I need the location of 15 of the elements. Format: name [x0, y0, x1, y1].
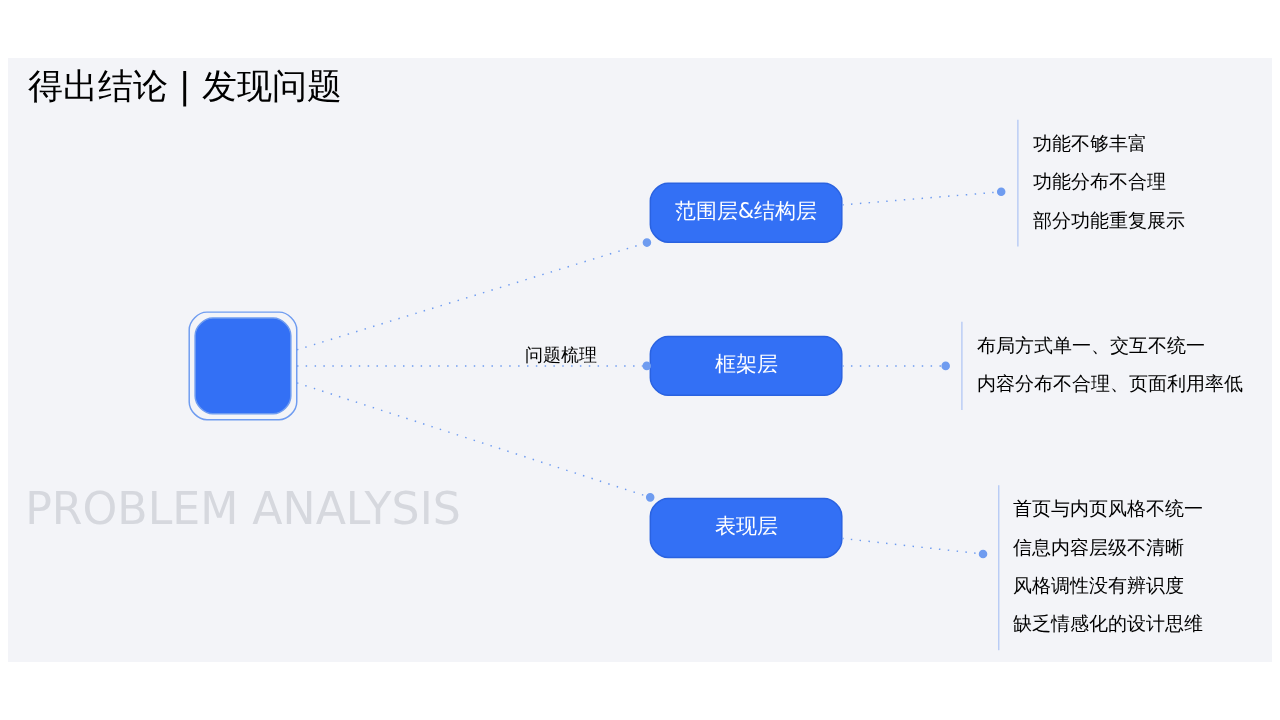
edge-label: 问题梳理 [525, 344, 598, 365]
node-box [188, 311, 298, 421]
connector [841, 361, 950, 371]
connector [296, 361, 652, 371]
connector [296, 238, 652, 351]
node-text: 首页与内页风格不统一 信息内容层级不清晰 风格调性没有辨识度 缺乏情感化的设计思维 [1013, 497, 1204, 636]
connector [841, 187, 1006, 206]
node-text: 功能不够丰富 功能分布不合理 部分功能重复展示 [1032, 131, 1185, 232]
node-box: 表现层 [649, 497, 843, 559]
node-box: 框架层 [649, 335, 843, 397]
connector [841, 537, 988, 559]
connector [296, 382, 655, 502]
node-box: 范围层&结构层 [649, 182, 843, 243]
node-text: 布局方式单一、交互不统一 内容分布不合理、页面利用率低 [976, 333, 1243, 396]
diagram-title: 得出结论 | 发现问题 [27, 65, 342, 107]
